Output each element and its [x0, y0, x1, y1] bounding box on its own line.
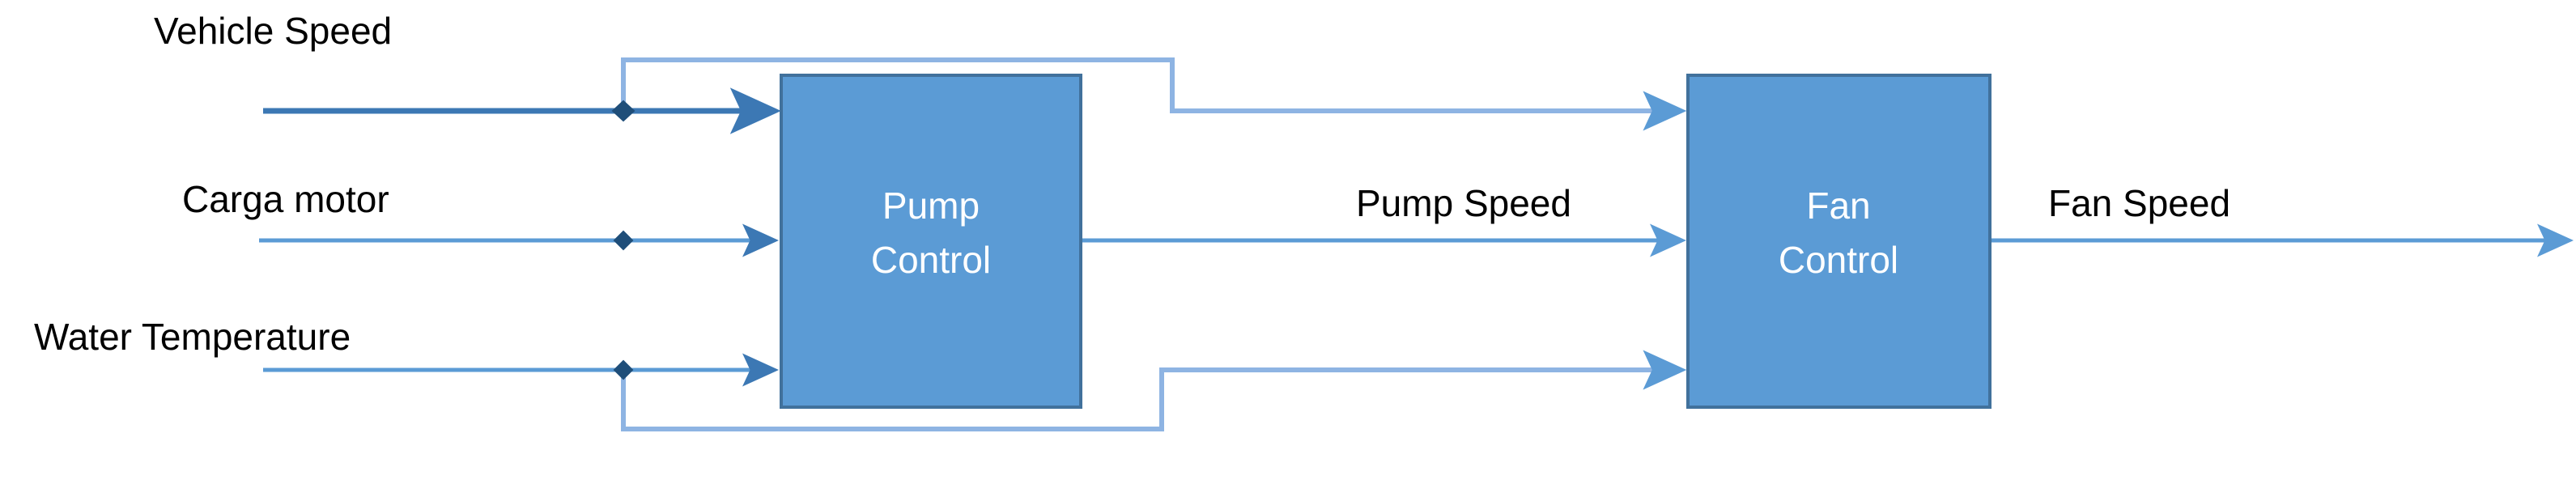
junction-water-temperature-icon [613, 359, 634, 380]
pump-control-label-line1: Pump [882, 185, 980, 227]
fan-control-label-line1: Fan [1806, 185, 1870, 227]
connector-water-temp-to-fan [621, 350, 1687, 431]
junction-vehicle-speed-icon [611, 100, 635, 122]
block-fan-control[interactable]: Fan Control [1686, 74, 1992, 409]
edge-label-fan-speed: Fan Speed [2048, 182, 2230, 224]
input-label-water-temperature: Water Temperature [34, 316, 351, 358]
pump-control-box[interactable] [780, 74, 1082, 409]
input-label-carga-motor: Carga motor [182, 178, 389, 220]
fan-control-label-line2: Control [1779, 239, 1898, 281]
fan-control-box[interactable] [1686, 74, 1992, 409]
edge-label-pump-speed: Pump Speed [1356, 182, 1571, 224]
block-pump-control[interactable]: Pump Control [780, 74, 1082, 409]
pump-control-label-line2: Control [871, 239, 991, 281]
connector-vehicle-speed-to-fan [621, 57, 1687, 131]
input-label-vehicle-speed: Vehicle Speed [154, 10, 392, 52]
junction-carga-motor-icon [613, 230, 634, 251]
